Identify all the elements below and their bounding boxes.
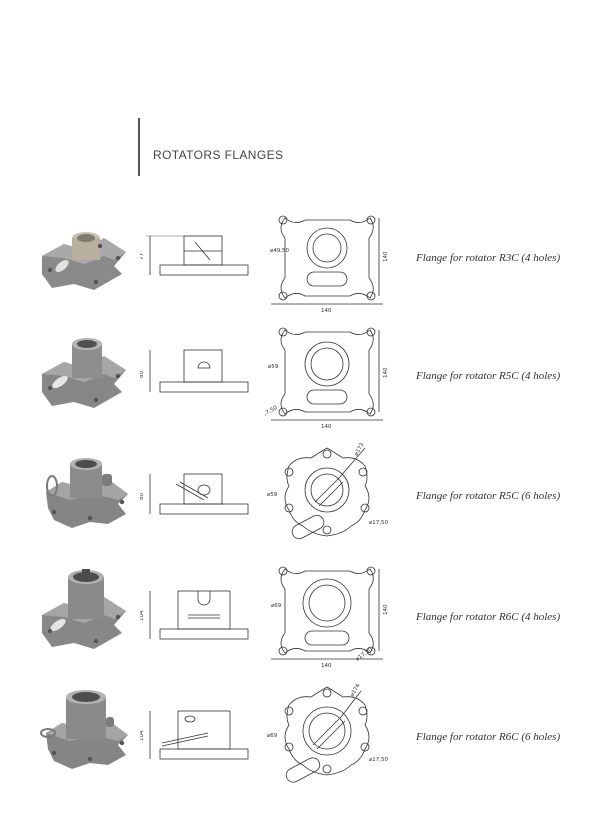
header-divider	[138, 118, 140, 176]
flange-row: 104 ⌀69 ⌀174 ⌀17,50 Flange for rotator R…	[0, 683, 594, 803]
hole-dimension: ⌀17,50	[265, 405, 279, 420]
height-dimension: 77	[140, 253, 145, 260]
flange-row: 80 ⌀59 140 140 ⌀17,50 Flange for rotator…	[0, 322, 594, 442]
flange-side-view: 80	[140, 349, 249, 393]
bore-dimension: ⌀49,50	[270, 248, 290, 254]
width-dimension: 140	[321, 424, 332, 430]
flange-3d-render	[40, 690, 128, 769]
flange-row: 77 ⌀49,50 140 140 Flange for rotator R3C…	[0, 208, 594, 328]
height-dimension: 80	[140, 493, 145, 500]
height-dimension: 80	[140, 371, 145, 378]
flange-row: 104 ⌀69 140 140 ⌀17,50 Flange for rotato…	[0, 563, 594, 683]
width-dimension: 140	[321, 308, 332, 314]
height-dimension: 104	[140, 610, 145, 621]
flange-3d-render	[46, 458, 128, 528]
hole-dimension: ⌀17,50	[369, 520, 389, 526]
flange-label: Flange for rotator R5C (6 holes)	[416, 490, 561, 502]
flange-label: Flange for rotator R6C (6 holes)	[416, 731, 561, 743]
flange-side-view: 104	[140, 710, 249, 760]
top-dimension: ⌀174	[350, 683, 362, 698]
flange-label: Flange for rotator R3C (4 holes)	[416, 252, 561, 264]
side-dimension: 140	[383, 367, 389, 378]
flange-row: 80 ⌀59 ⌀173 ⌀17,50 Flange for rotator R5…	[0, 442, 594, 562]
bore-dimension: ⌀69	[267, 733, 278, 739]
hole-dimension: ⌀17,50	[369, 757, 389, 763]
page-title: ROTATORS FLANGES	[153, 148, 284, 162]
bore-dimension: ⌀59	[268, 364, 279, 370]
height-dimension: 104	[140, 730, 145, 741]
flange-label: Flange for rotator R5C (4 holes)	[416, 370, 561, 382]
flange-top-view: ⌀49,50 140 140	[270, 215, 389, 314]
side-dimension: 140	[383, 251, 389, 262]
flange-3d-render	[42, 232, 126, 290]
side-dimension: 140	[383, 604, 389, 615]
flange-side-view: 77	[140, 235, 249, 276]
flange-side-view: 104	[140, 590, 249, 640]
bore-dimension: ⌀69	[271, 603, 282, 609]
flange-top-view: ⌀69 140 140 ⌀17,50	[271, 566, 389, 669]
flange-top-view: ⌀69 ⌀174 ⌀17,50	[267, 683, 389, 783]
flange-label: Flange for rotator R6C (4 holes)	[416, 611, 561, 623]
width-dimension: 140	[321, 663, 332, 669]
flange-side-view: 80	[140, 473, 249, 515]
flange-top-view: ⌀59 ⌀173 ⌀17,50	[267, 442, 389, 540]
flange-top-view: ⌀59 140 140 ⌀17,50	[265, 327, 389, 430]
flange-3d-render	[42, 569, 126, 649]
flange-3d-render	[42, 338, 126, 408]
bore-dimension: ⌀59	[267, 492, 278, 498]
hole-dimension: ⌀17,50	[355, 647, 374, 663]
